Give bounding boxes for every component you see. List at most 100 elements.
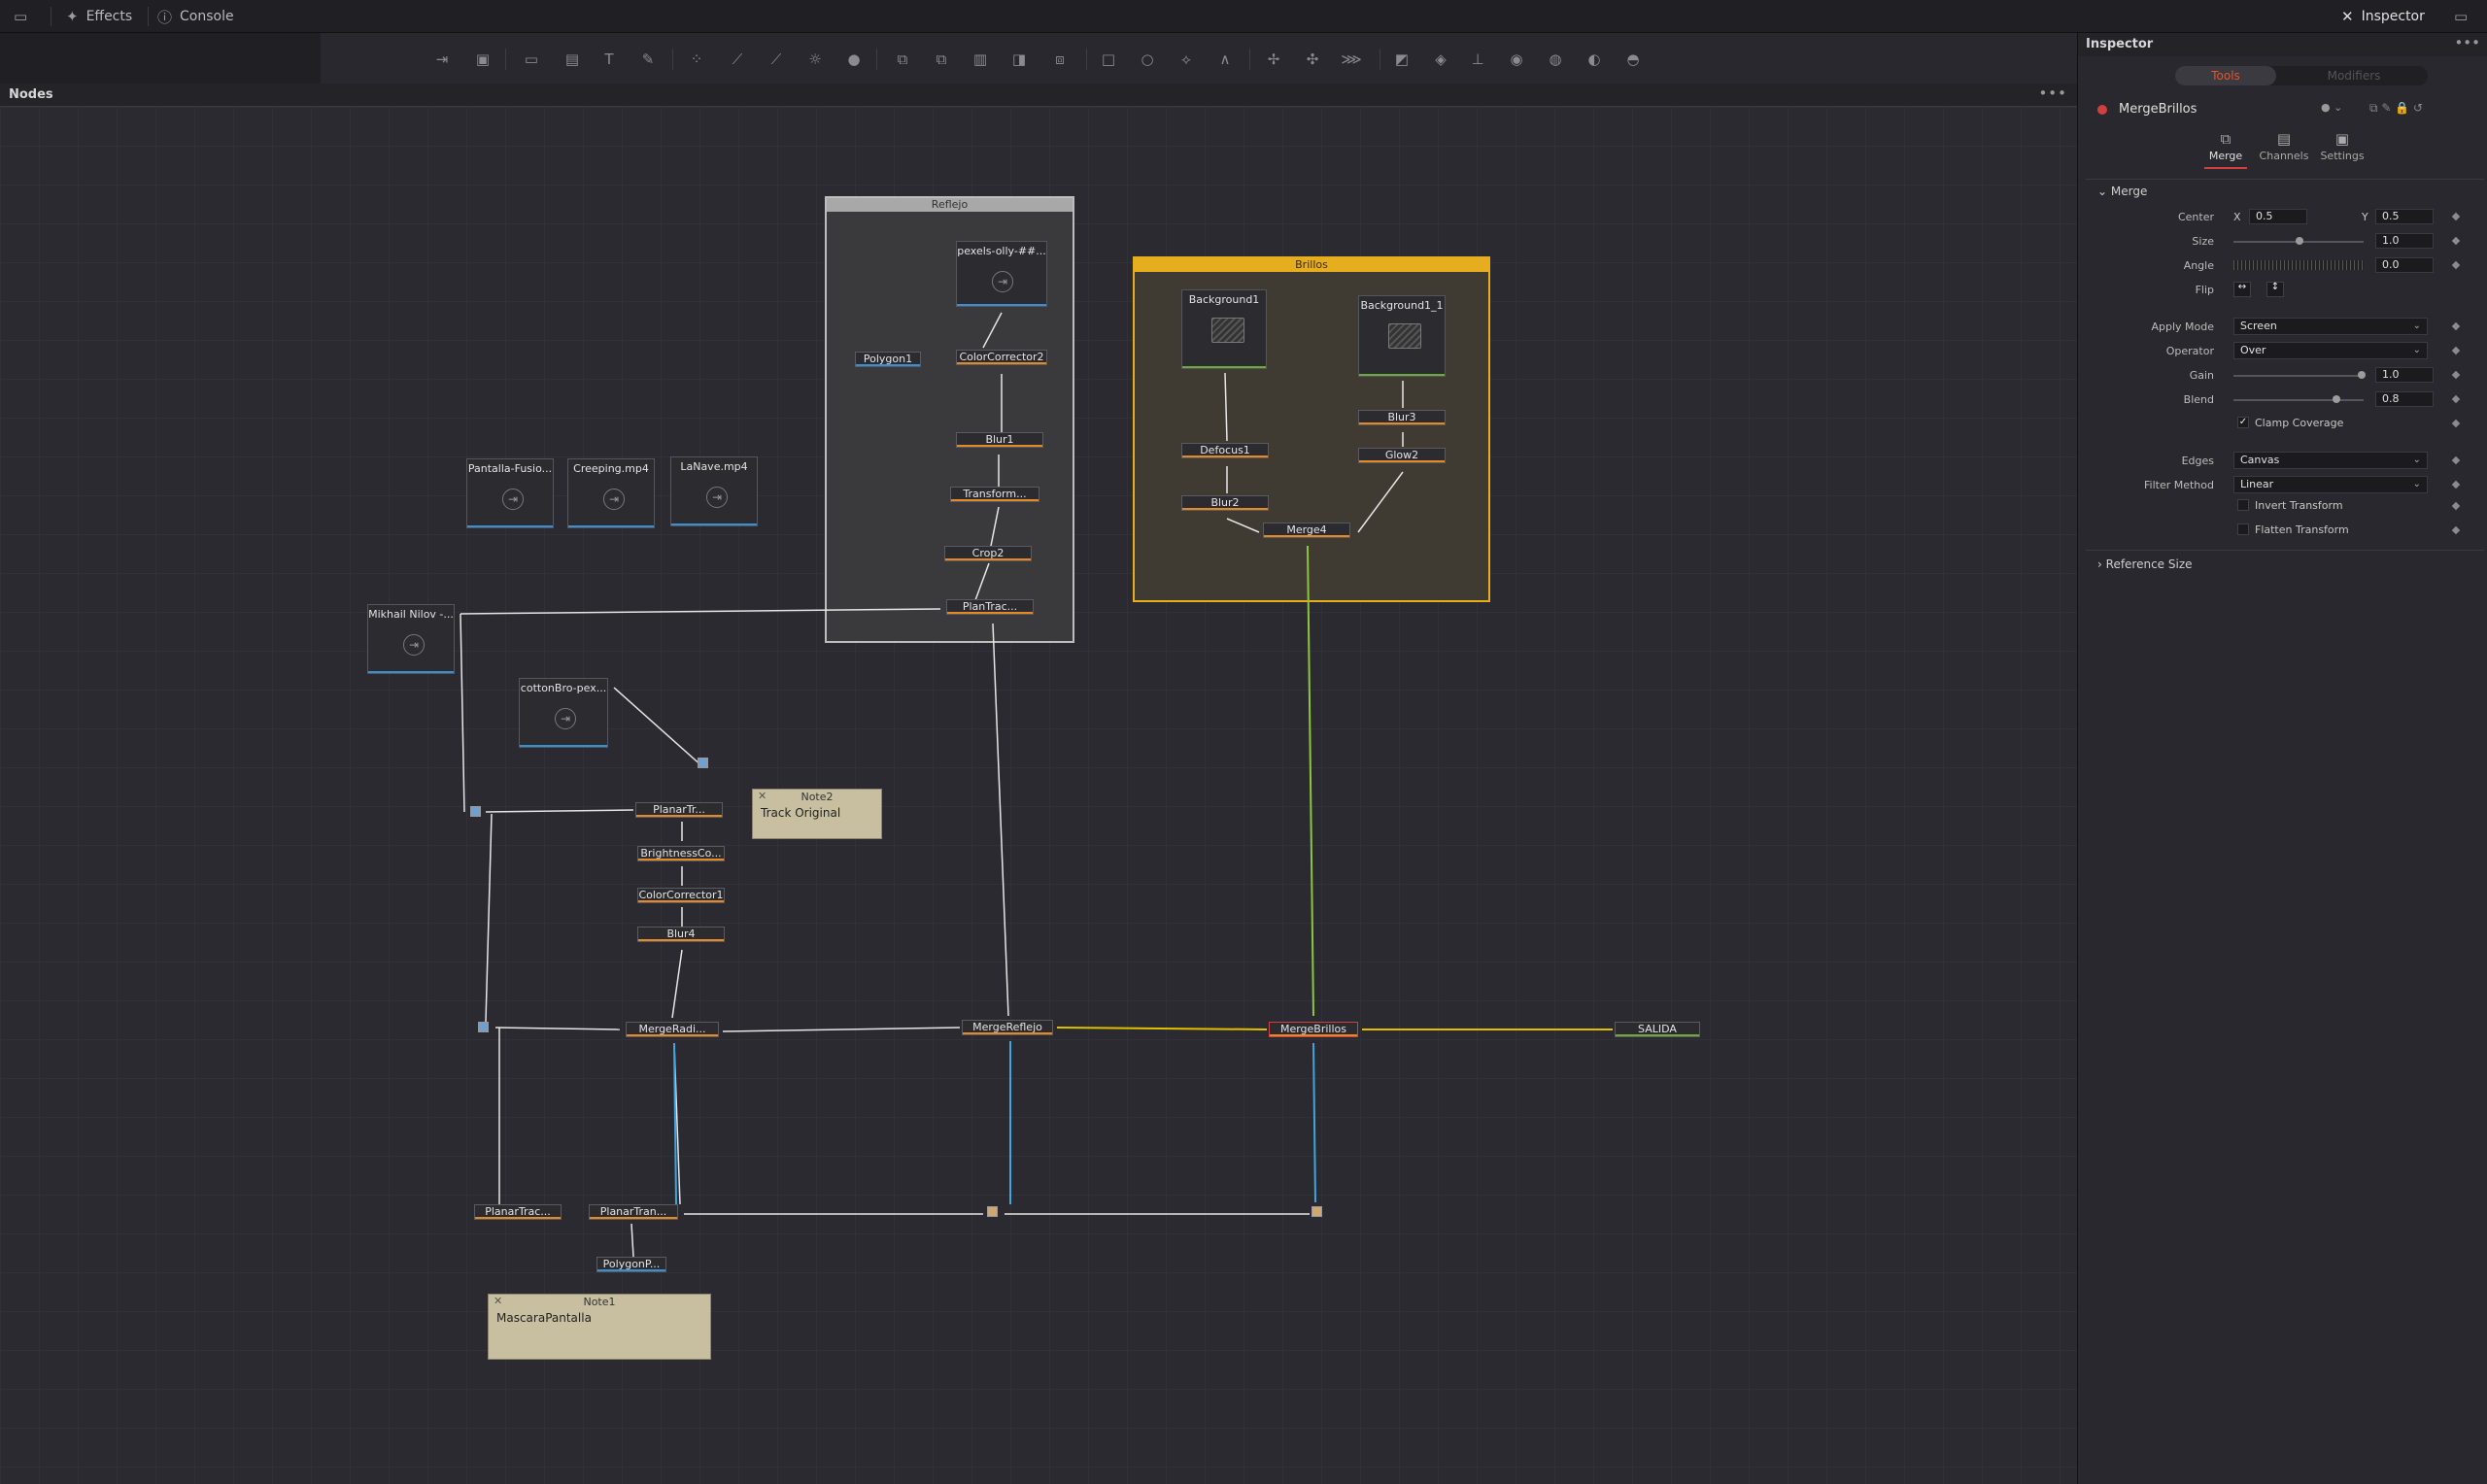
text-icon[interactable]: T xyxy=(604,51,614,68)
rectangle-mask-icon[interactable]: □ xyxy=(1101,51,1116,68)
loader-node-mikhail[interactable]: Mikhail Nilov -... ⇥ xyxy=(367,604,455,674)
transform-icon[interactable]: ⧈ xyxy=(1055,51,1065,68)
merge-icon[interactable]: ⧉ xyxy=(897,51,908,68)
keyframe-diamond-icon[interactable] xyxy=(2451,346,2461,355)
ellipse-mask-icon[interactable]: ○ xyxy=(1141,51,1154,68)
blend-field[interactable]: 0.8 xyxy=(2375,391,2434,407)
saver-icon[interactable]: ▣ xyxy=(475,51,491,68)
pipe-router[interactable] xyxy=(470,806,481,817)
channel-booleans-icon[interactable]: ▥ xyxy=(972,51,988,68)
particles-icon[interactable]: ⁘ xyxy=(690,51,703,68)
node-merge4[interactable]: Merge4 xyxy=(1263,523,1350,538)
tab-tools[interactable]: Tools xyxy=(2175,66,2276,85)
apply-mode-dropdown[interactable]: Screen ⌄ xyxy=(2233,318,2428,335)
keyframe-diamond-icon[interactable] xyxy=(2451,480,2461,489)
subtab-settings[interactable]: ▣ Settings xyxy=(2313,130,2371,169)
polygon-mask-icon[interactable]: ⟡ xyxy=(1181,51,1191,68)
pipe-router[interactable] xyxy=(987,1206,998,1217)
inspector-toggle-button[interactable]: ✕ Inspector xyxy=(2341,0,2425,33)
camera-3d-icon[interactable]: ⊥ xyxy=(1471,51,1484,68)
center-x-field[interactable]: 0.5 xyxy=(2249,209,2307,224)
node-transform[interactable]: Transform... xyxy=(950,487,1039,502)
section-merge-header[interactable]: ⌄ Merge xyxy=(2097,185,2147,198)
workspace-icon[interactable]: ▭ xyxy=(14,8,28,25)
node-blur4[interactable]: Blur4 xyxy=(637,927,725,942)
node-polygon1[interactable]: Polygon1 xyxy=(855,352,921,367)
node-background1-1[interactable]: Background1_1 xyxy=(1358,295,1446,377)
console-button[interactable]: ⓘ Console xyxy=(157,0,234,33)
section-reference-size-header[interactable]: › Reference Size xyxy=(2097,557,2193,571)
planar-tracker-icon[interactable]: ✣ xyxy=(1306,51,1319,68)
note2[interactable]: ✕ Note2 Track Original xyxy=(752,789,882,839)
center-y-field[interactable]: 0.5 xyxy=(2375,209,2434,224)
size-slider-knob[interactable] xyxy=(2296,237,2303,245)
blend-slider-knob[interactable] xyxy=(2333,395,2340,403)
node-crop2[interactable]: Crop2 xyxy=(944,546,1032,561)
keyframe-diamond-icon[interactable] xyxy=(2451,394,2461,404)
node-colorcorrector1[interactable]: ColorCorrector1 xyxy=(637,888,725,903)
keyframe-diamond-icon[interactable] xyxy=(2451,455,2461,465)
subtab-merge[interactable]: ⧉ Merge xyxy=(2197,130,2255,169)
invert-transform-checkbox[interactable] xyxy=(2237,499,2249,511)
keyframe-diamond-icon[interactable] xyxy=(2451,260,2461,270)
tab-modifiers[interactable]: Modifiers xyxy=(2327,69,2381,83)
node-mergereflejo[interactable]: MergeReflejo xyxy=(962,1020,1053,1035)
node-blur3[interactable]: Blur3 xyxy=(1358,410,1446,425)
loader-node-lanave[interactable]: LaNave.mp4 ⇥ xyxy=(670,456,758,526)
gain-slider[interactable] xyxy=(2233,375,2364,377)
keyframe-diamond-icon[interactable] xyxy=(2451,212,2461,221)
pipe-router[interactable] xyxy=(698,758,708,768)
gradient-icon[interactable]: ⟋ xyxy=(770,51,782,68)
keyframe-diamond-icon[interactable] xyxy=(2451,419,2461,428)
edges-dropdown[interactable]: Canvas ⌄ xyxy=(2233,452,2428,469)
camera-tracker-icon[interactable]: ⋙ xyxy=(1341,51,1362,68)
loader-node-pantalla[interactable]: Pantalla-Fusio... ⇥ xyxy=(466,458,554,528)
mask-paint-icon[interactable]: ⟋ xyxy=(732,51,743,68)
flatten-transform-checkbox[interactable] xyxy=(2237,523,2249,535)
operator-dropdown[interactable]: Over ⌄ xyxy=(2233,342,2428,359)
node-planartran-b[interactable]: PlanarTran... xyxy=(589,1204,678,1220)
image-plane-icon[interactable]: ▤ xyxy=(564,51,580,68)
node-blur2[interactable]: Blur2 xyxy=(1181,495,1269,511)
close-icon[interactable]: ✕ xyxy=(758,790,767,802)
more-options-icon[interactable]: ••• xyxy=(2454,34,2480,51)
renderer-3d-icon[interactable]: ◍ xyxy=(1549,51,1562,68)
keyframe-diamond-icon[interactable] xyxy=(2451,236,2461,246)
loader-node-cottonbro[interactable]: cottonBro-pex... ⇥ xyxy=(519,678,608,748)
node-polygonp[interactable]: PolygonP... xyxy=(596,1257,666,1272)
toolbar-small-icons[interactable]: ⧉ ✎ 🔒 ↺ xyxy=(2369,101,2424,115)
node-mergeradi[interactable]: MergeRadi... xyxy=(626,1022,719,1037)
node-planartrac-a[interactable]: PlanarTrac... xyxy=(474,1204,562,1220)
light-3d-icon[interactable]: ◉ xyxy=(1510,51,1523,68)
subtab-channels[interactable]: ▤ Channels xyxy=(2255,130,2313,169)
flip-horizontal-icon[interactable]: ↔ xyxy=(2233,282,2251,297)
node-defocus1[interactable]: Defocus1 xyxy=(1181,443,1269,458)
gain-slider-knob[interactable] xyxy=(2358,371,2366,379)
node-salida[interactable]: SALIDA xyxy=(1615,1022,1700,1037)
fullscreen-icon[interactable]: ▭ xyxy=(2454,8,2469,25)
node-colorcorrector2[interactable]: ColorCorrector2 xyxy=(956,350,1047,365)
angle-field[interactable]: 0.0 xyxy=(2375,257,2434,273)
loader-node-creeping[interactable]: Creeping.mp4 ⇥ xyxy=(567,458,655,528)
filter-method-dropdown[interactable]: Linear ⌄ xyxy=(2233,476,2428,493)
size-field[interactable]: 1.0 xyxy=(2375,233,2434,249)
keyframe-diamond-icon[interactable] xyxy=(2451,501,2461,511)
node-brightnessco[interactable]: BrightnessCo... xyxy=(637,846,725,861)
more-options-icon[interactable]: ••• xyxy=(2038,84,2067,102)
brightness-icon[interactable]: ☼ xyxy=(808,51,822,68)
pipe-router[interactable] xyxy=(1312,1206,1322,1217)
node-plantrac[interactable]: PlanTrac... xyxy=(946,599,1034,615)
matte-control-icon[interactable]: ◨ xyxy=(1011,51,1027,68)
tool-color-dot[interactable] xyxy=(2097,105,2107,115)
close-icon[interactable]: ✕ xyxy=(494,1295,503,1307)
node-background1[interactable]: Background1 xyxy=(1181,289,1267,369)
node-glow2[interactable]: Glow2 xyxy=(1358,448,1446,463)
shape-3d-icon[interactable]: ◩ xyxy=(1394,51,1410,68)
pipe-router[interactable] xyxy=(478,1022,489,1032)
loader-icon[interactable]: ⇥ xyxy=(435,51,449,68)
node-planartr[interactable]: PlanarTr... xyxy=(635,802,723,818)
effects-button[interactable]: ✦ Effects xyxy=(66,0,132,33)
paint-icon[interactable]: ✎ xyxy=(641,51,655,68)
node-mergebrillos[interactable]: MergeBrillos xyxy=(1269,1022,1358,1037)
gain-field[interactable]: 1.0 xyxy=(2375,367,2434,383)
